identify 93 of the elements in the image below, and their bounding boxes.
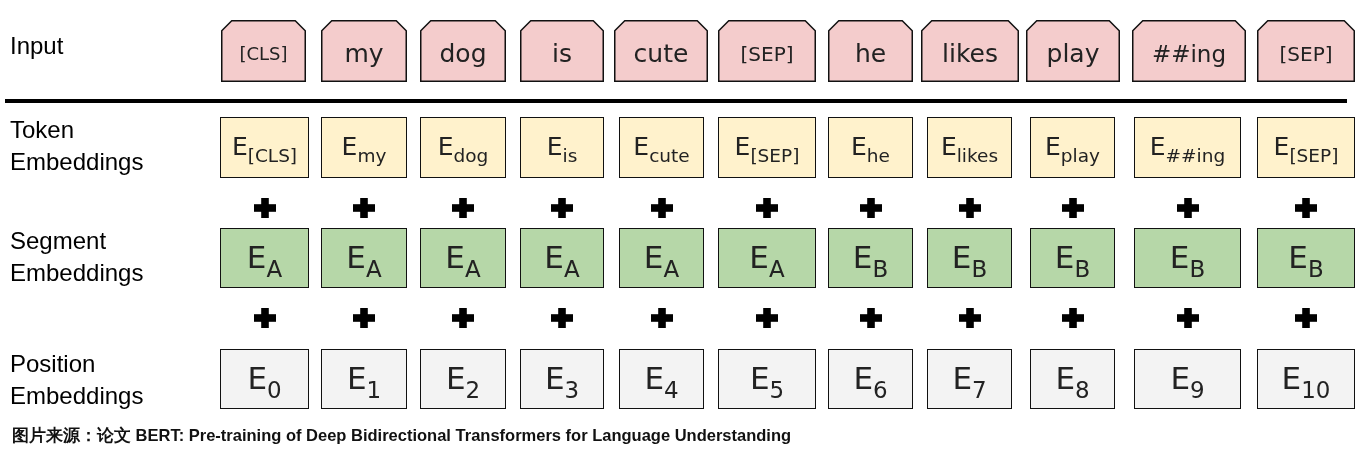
token-embedding-box <box>321 117 407 178</box>
embedding-label: E$_{A}$ <box>749 238 785 284</box>
input-token-box <box>614 20 708 82</box>
position-embedding-box <box>1030 349 1115 409</box>
token-text: ##ing <box>1151 40 1227 68</box>
token-embedding-box <box>619 117 704 178</box>
input-token-box <box>828 20 913 82</box>
embedding-label: E$_{9}$ <box>1170 359 1205 405</box>
embedding-label: E$_{10}$ <box>1281 359 1331 405</box>
segment-embedding-box <box>1030 228 1115 288</box>
token-text: [SEP] <box>740 42 794 66</box>
row-label: Input <box>10 31 65 61</box>
row-label: Position Embeddings <box>10 349 145 411</box>
token-text: cute <box>633 39 689 69</box>
input-token-box <box>1026 20 1120 82</box>
embedding-label: E$_{A}$ <box>246 238 283 284</box>
segment-embedding-box <box>520 228 604 288</box>
input-token-box <box>1132 20 1246 82</box>
token-text: play <box>1046 39 1100 69</box>
token-embedding-box <box>520 117 604 178</box>
embedding-label: E$_{##ing}$ <box>1149 131 1226 169</box>
token-text: he <box>854 39 887 69</box>
embedding-label: E$_{play}$ <box>1045 131 1100 169</box>
token-text: likes <box>942 39 998 69</box>
token-embedding-box <box>1134 117 1241 178</box>
row-label: Segment Embeddings <box>10 226 145 288</box>
embedding-label: E$_{5}$ <box>749 359 785 405</box>
embedding-label: E$_{7}$ <box>952 359 987 405</box>
input-token-box <box>321 20 407 82</box>
token-embedding-box <box>828 117 913 178</box>
token-text: dog <box>439 39 487 69</box>
token-text: my <box>344 39 384 69</box>
input-token-box <box>718 20 816 82</box>
input-token-box <box>520 20 604 82</box>
embedding-label: E$_{2}$ <box>445 359 481 405</box>
embedding-label: E$_{he}$ <box>851 131 890 169</box>
position-embedding-box <box>321 349 407 409</box>
input-token-box <box>420 20 506 82</box>
segment-embedding-box <box>619 228 704 288</box>
position-embedding-box <box>420 349 506 409</box>
token-embedding-box <box>1030 117 1115 178</box>
caption-text: 图片来源：论文 BERT: Pre-training of Deep Bidirectional Transformers for Language Understanding <box>12 425 792 445</box>
segment-embedding-box <box>1257 228 1355 288</box>
embedding-label: E$_{[SEP]}$ <box>1273 131 1339 169</box>
segment-embedding-box <box>927 228 1012 288</box>
embedding-label: E$_{is}$ <box>546 131 578 169</box>
token-embedding-box <box>1257 117 1355 178</box>
embedding-label: E$_{B}$ <box>951 238 988 284</box>
embedding-label: E$_{A}$ <box>346 238 382 284</box>
embedding-label: E$_{A}$ <box>445 238 481 284</box>
embedding-label: E$_{cute}$ <box>633 131 690 169</box>
embedding-label: E$_{A}$ <box>544 238 580 284</box>
position-embedding-box <box>1257 349 1355 409</box>
segment-embedding-box <box>321 228 407 288</box>
row-label: Token Embeddings <box>10 115 145 177</box>
embedding-label: E$_{dog}$ <box>437 131 489 169</box>
token-embedding-box <box>420 117 506 178</box>
embedding-label: E$_{6}$ <box>853 359 888 405</box>
token-text: [SEP] <box>1279 42 1333 66</box>
embedding-label: E$_{0}$ <box>247 359 282 405</box>
embedding-label: E$_{8}$ <box>1055 359 1090 405</box>
position-embedding-box <box>619 349 704 409</box>
embedding-label: E$_{B}$ <box>852 238 889 284</box>
embedding-label: E$_{A}$ <box>643 238 680 284</box>
token-text: [CLS] <box>239 43 288 65</box>
token-embedding-box <box>927 117 1012 178</box>
input-token-box <box>921 20 1019 82</box>
embedding-label: E$_{4}$ <box>644 359 679 405</box>
input-token-box <box>1257 20 1355 82</box>
embedding-label: E$_{3}$ <box>544 359 580 405</box>
embedding-label: E$_{B}$ <box>1054 238 1091 284</box>
segment-embedding-box <box>420 228 506 288</box>
position-embedding-box <box>1134 349 1241 409</box>
segment-embedding-box <box>718 228 816 288</box>
token-embedding-box <box>220 117 309 178</box>
embedding-label: E$_{likes}$ <box>940 131 999 169</box>
embedding-label: E$_{B}$ <box>1169 238 1206 284</box>
token-embedding-box <box>718 117 816 178</box>
embedding-label: E$_{B}$ <box>1288 238 1324 284</box>
segment-embedding-box <box>220 228 309 288</box>
embedding-label: E$_{[SEP]}$ <box>734 131 800 169</box>
embedding-label: E$_{[CLS]}$ <box>231 131 298 169</box>
input-token-box <box>221 20 306 82</box>
position-embedding-box <box>828 349 913 409</box>
position-embedding-box <box>927 349 1012 409</box>
embedding-label: E$_{my}$ <box>341 131 387 169</box>
embedding-label: E$_{1}$ <box>346 359 382 405</box>
position-embedding-box <box>520 349 604 409</box>
segment-embedding-box <box>828 228 913 288</box>
position-embedding-box <box>718 349 816 409</box>
position-embedding-box <box>220 349 309 409</box>
segment-embedding-box <box>1134 228 1241 288</box>
token-text: is <box>552 39 572 69</box>
